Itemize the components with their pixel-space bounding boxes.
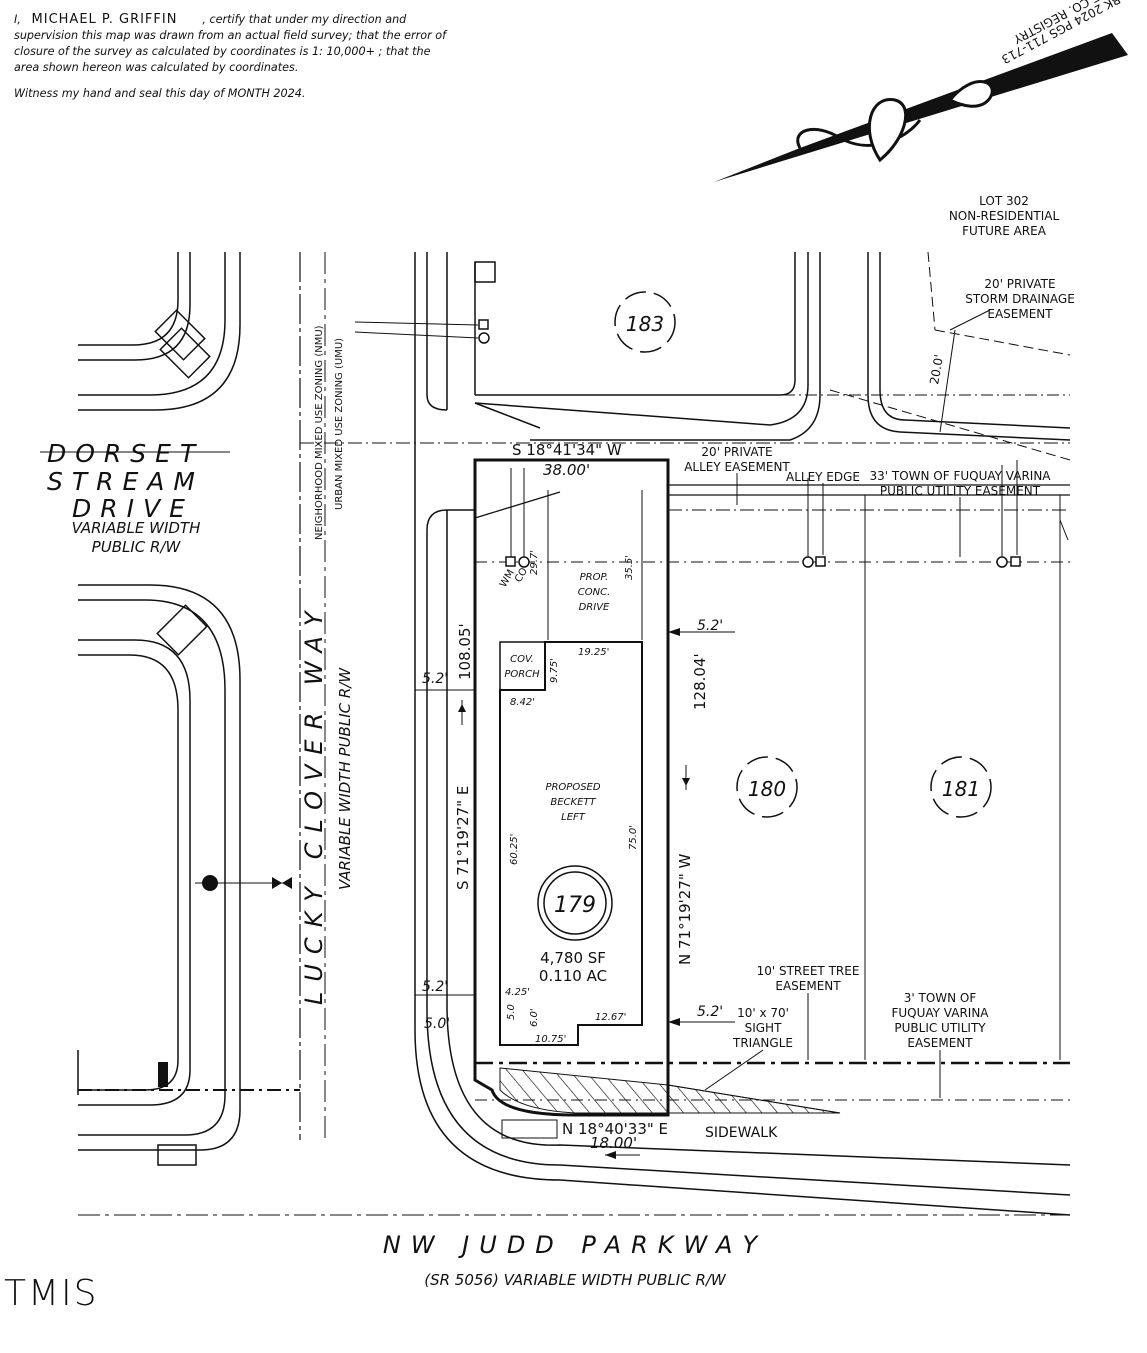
drive-line3: DRIVE <box>579 602 610 613</box>
drive-line1: PROP. <box>580 572 609 583</box>
dim-4-25: 4.25' <box>505 987 530 998</box>
lucky-clover-name: LUCKY CLOVER WAY <box>300 601 328 1005</box>
cert-line3: closure of the survey as calculated by c… <box>14 45 431 58</box>
cert-line2: supervision this map was drawn from an a… <box>14 29 447 42</box>
alley-line2: ALLEY EASEMENT <box>684 460 790 474</box>
dim-9-75: 9.75' <box>549 658 560 683</box>
dorset-name-line2: STREAM <box>47 467 204 496</box>
bearing-west: S 71°19'27" E <box>454 786 472 890</box>
zoning-nmu: NEIGHORHOOD MIXED USE ZONING (NMU) <box>314 325 325 540</box>
lot-180: 180 <box>748 777 786 801</box>
cert-line1: , certify that under my direction and <box>202 13 407 26</box>
storm-dim: 20.0' <box>927 354 946 386</box>
lot-302-line2: NON-RESIDENTIAL <box>949 209 1060 223</box>
alley-edge: ALLEY EDGE <box>786 470 860 484</box>
dim-29-7: 29.7' <box>529 550 540 575</box>
lot-302-line1: LOT 302 <box>979 194 1029 208</box>
sight-line1: 10' x 70' <box>737 1006 789 1020</box>
porch-line1: COV. <box>510 654 534 665</box>
storm-line1: 20' PRIVATE <box>984 277 1055 291</box>
dim-5-0-west: 5.0' <box>424 1016 450 1032</box>
dorset-row2: PUBLIC R/W <box>92 538 182 556</box>
storm-line2: STORM DRAINAGE <box>965 292 1075 306</box>
street-tree-line2: EASEMENT <box>775 979 841 993</box>
street-tree-line1: 10' STREET TREE <box>757 964 860 978</box>
bearing-east: N 71°19'27" W <box>676 853 694 965</box>
lot-183: 183 <box>626 312 664 336</box>
dim-5-2-west-bottom: 5.2' <box>422 979 448 995</box>
dim-19-25: 19.25' <box>578 647 609 658</box>
dim-5-2-west-top: 5.2' <box>422 671 448 687</box>
utility33-line2: PUBLIC UTILITY EASEMENT <box>880 484 1041 498</box>
bearing-south-dist: 18.00' <box>590 1134 637 1152</box>
cert-prefix: I, <box>14 13 21 26</box>
sight-line2: SIGHT <box>745 1021 782 1035</box>
dorset-row1: VARIABLE WIDTH <box>72 519 201 537</box>
house-label3: LEFT <box>561 812 586 823</box>
sight-line3: TRIANGLE <box>732 1036 793 1050</box>
co-label: CO <box>513 566 530 584</box>
surveyor-certification: I, MICHAEL P. GRIFFIN , certify that und… <box>14 12 524 102</box>
area-ac: 0.110 AC <box>539 967 607 985</box>
utility3-line1: 3' TOWN OF <box>904 991 977 1005</box>
tmis-logo: TMIS <box>4 1273 99 1314</box>
utility3-line3: PUBLIC UTILITY <box>894 1021 986 1035</box>
house-label1: PROPOSED <box>545 782 600 793</box>
lot-179: 179 <box>554 893 596 918</box>
north-arrow-icon <box>714 33 1128 182</box>
storm-line3: EASEMENT <box>987 307 1053 321</box>
dim-5-2-east-bottom: 5.2' <box>697 1004 723 1020</box>
dim-8-42: 8.42' <box>510 697 535 708</box>
utility33-line1: 33' TOWN OF FUQUAY VARINA <box>869 469 1051 483</box>
dorset-curbs <box>78 252 241 1151</box>
lot-302-line3: FUTURE AREA <box>962 224 1047 238</box>
dim-60-25: 60.25' <box>509 834 520 865</box>
cert-line4: area shown hereon was calculated by coor… <box>14 61 299 74</box>
judd-name: NW JUDD PARKWAY <box>383 1231 767 1259</box>
bearing-west-dist: 108.05' <box>456 623 474 680</box>
zoning-umu: URBAN MIXED USE ZONING (UMU) <box>334 338 345 510</box>
drive-line2: CONC. <box>578 587 611 598</box>
dim-5-0-small: 5.0 <box>506 1004 517 1020</box>
dorset-name-line1: DORSET <box>47 439 204 468</box>
porch-line2: PORCH <box>504 669 540 680</box>
sidewalk-label: SIDEWALK <box>705 1125 778 1141</box>
lot-181: 181 <box>942 777 980 801</box>
bearing-south: N 18°40'33" E <box>562 1120 668 1138</box>
dorset-name-line3: DRIVE <box>72 494 194 523</box>
utility3-line4: EASEMENT <box>907 1036 973 1050</box>
dim-75-0: 75.0' <box>628 825 639 850</box>
dim-12-67: 12.67' <box>595 1012 626 1023</box>
dim-5-2-east-top: 5.2' <box>697 618 723 634</box>
utility3-line2: FUQUAY VARINA <box>891 1006 989 1020</box>
lucky-clover-row: VARIABLE WIDTH PUBLIC R/W <box>336 667 354 890</box>
dim-6-0: 6.0' <box>529 1008 540 1027</box>
bearing-north: S 18°41'34" W <box>512 441 622 459</box>
bearing-north-dist: 38.00' <box>543 461 590 479</box>
alley-line1: 20' PRIVATE <box>701 445 772 459</box>
dim-10-75: 10.75' <box>535 1034 566 1045</box>
area-sf: 4,780 SF <box>540 949 606 967</box>
surveyor-name: MICHAEL P. GRIFFIN <box>31 12 178 27</box>
dim-35-5: 35.5' <box>624 555 635 580</box>
house-label2: BECKETT <box>550 797 596 808</box>
cert-witness: Witness my hand and seal this day of MON… <box>14 87 306 100</box>
bearing-east-dist: 128.04' <box>691 653 709 710</box>
judd-row: (SR 5056) VARIABLE WIDTH PUBLIC R/W <box>424 1271 727 1289</box>
